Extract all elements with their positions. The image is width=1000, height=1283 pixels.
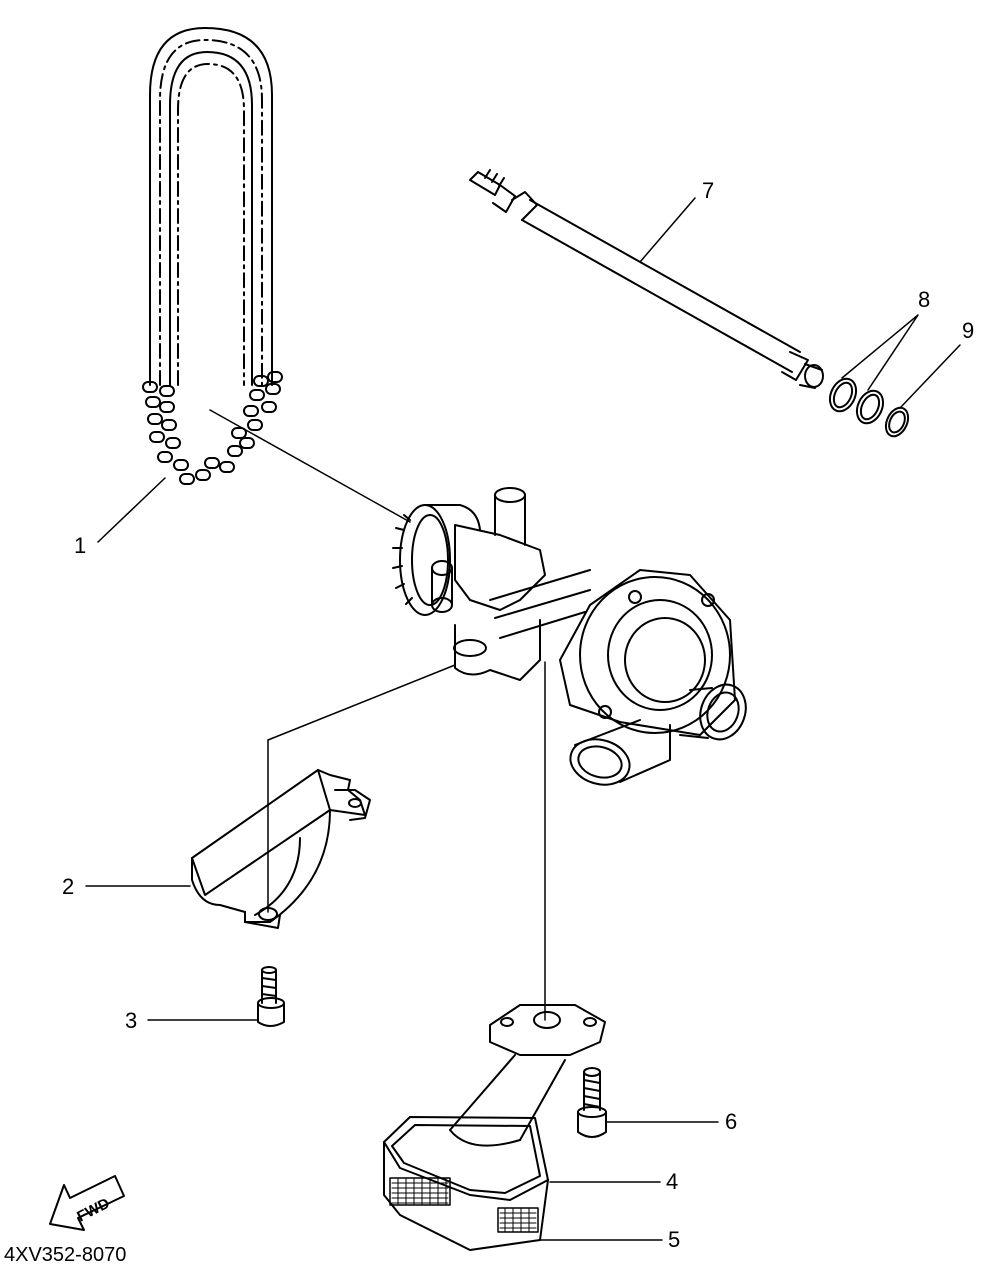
chain-links [142,371,283,485]
chain-guide [191,769,371,929]
leader-9 [899,344,961,409]
leader-lines [85,197,961,1241]
alignment-lines [209,409,546,1021]
drive-chain [142,27,283,485]
callout-5: 5 [668,1227,681,1252]
bolt-3 [257,966,285,1027]
callout-4: 4 [666,1169,679,1194]
fwd-arrow-icon: FWD [49,1175,125,1231]
leader-8 [841,314,919,391]
callout-3: 3 [125,1008,138,1033]
callout-2: 2 [62,874,75,899]
o-rings [828,377,910,438]
callout-9: 9 [962,318,975,343]
diagram-part-code: 4XV352-8070 [4,1244,127,1266]
callout-7: 7 [702,178,715,203]
oil-strainer [383,1004,606,1251]
oil-pump-assembly [392,487,747,786]
fwd-label: FWD [74,1195,112,1226]
strainer-mesh [389,1177,539,1233]
callout-8: 8 [918,287,931,312]
leader-7 [639,197,696,263]
leader-1 [97,477,166,543]
callout-1: 1 [74,533,87,558]
pump-shaft [469,169,824,389]
callout-6: 6 [725,1109,738,1134]
bolt-6 [577,1067,607,1138]
